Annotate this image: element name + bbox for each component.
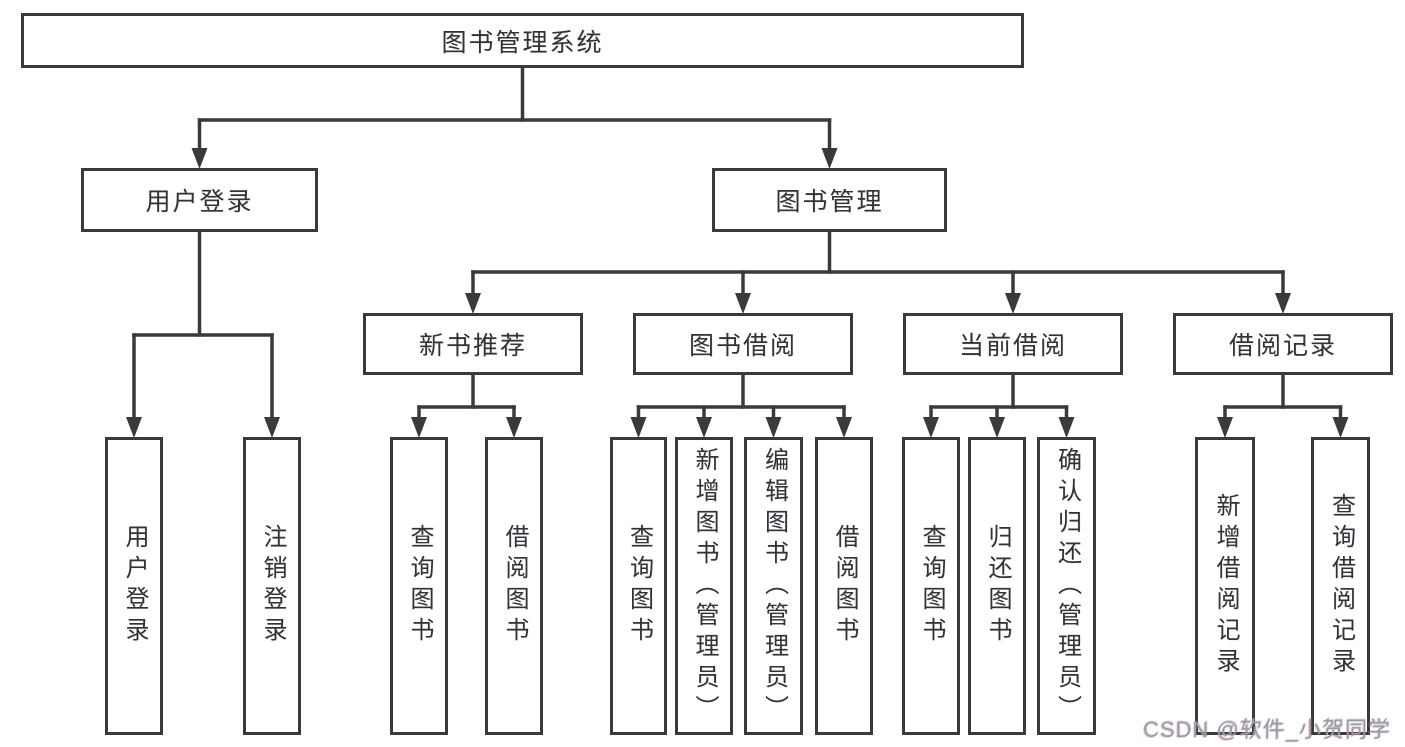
node-leaf-query-book-borrow: 查询图书	[610, 437, 667, 735]
node-label: 归还图书	[984, 524, 1011, 648]
node-book-management: 图书管理	[712, 168, 947, 232]
node-leaf-borrow-book-borrow: 借阅图书	[815, 437, 873, 735]
node-label: 借阅记录	[1228, 332, 1337, 360]
node-leaf-add-borrow-record: 新增借阅记录	[1195, 437, 1255, 735]
node-label: 图书管理	[775, 188, 884, 216]
node-label: 编辑图书（管理员）	[760, 446, 788, 726]
node-leaf-query-book-rec: 查询图书	[390, 437, 448, 735]
node-label: 当前借阅	[958, 332, 1067, 360]
node-leaf-user-login: 用户登录	[105, 437, 163, 735]
node-label: 借阅图书	[501, 524, 528, 648]
node-label: 确认归还（管理员）	[1053, 446, 1081, 726]
watermark: CSDN @软件_小贺同学	[1142, 717, 1391, 742]
node-label: 注销登录	[259, 524, 286, 648]
node-label: 查询图书	[918, 524, 945, 648]
node-leaf-query-book-current: 查询图书	[902, 437, 960, 735]
node-label: 查询图书	[625, 524, 653, 648]
node-leaf-edit-book: 编辑图书（管理员）	[744, 437, 803, 735]
node-leaf-borrow-book-rec: 借阅图书	[485, 437, 543, 735]
node-user-login: 用户登录	[81, 168, 318, 232]
node-label: 新书推荐	[418, 332, 527, 360]
node-borrow-record: 借阅记录	[1173, 313, 1393, 375]
node-label: 新增借阅记录	[1212, 493, 1239, 679]
node-label: 图书管理系统	[441, 28, 604, 57]
node-leaf-query-borrow-record: 查询借阅记录	[1311, 437, 1370, 735]
node-leaf-add-book: 新增图书（管理员）	[675, 437, 733, 735]
node-label: 图书借阅	[688, 332, 797, 360]
node-leaf-confirm-return: 确认归还（管理员）	[1037, 437, 1096, 735]
node-book-borrow: 图书借阅	[633, 313, 853, 375]
node-label: 新增图书（管理员）	[691, 446, 718, 726]
node-label: 借阅图书	[831, 524, 858, 648]
node-label: 查询借阅记录	[1327, 493, 1355, 679]
node-label: 用户登录	[121, 524, 148, 648]
node-label: 用户登录	[145, 188, 254, 216]
node-current-borrow: 当前借阅	[903, 313, 1123, 375]
node-root: 图书管理系统	[21, 13, 1024, 68]
node-label: 查询图书	[406, 524, 433, 648]
node-leaf-return-book: 归还图书	[968, 437, 1026, 735]
node-leaf-logout: 注销登录	[243, 437, 301, 735]
node-new-book-rec: 新书推荐	[363, 313, 583, 375]
